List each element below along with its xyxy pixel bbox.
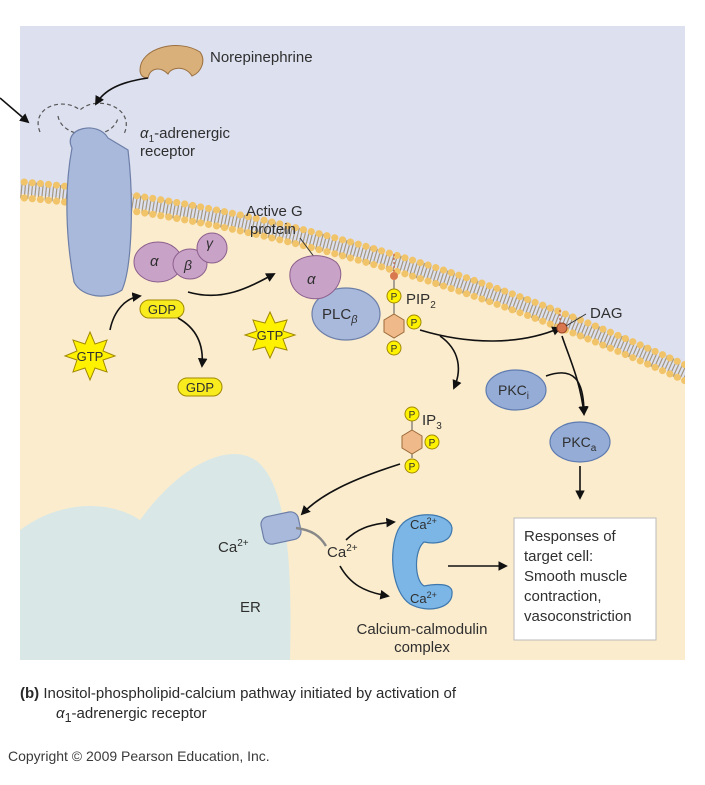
ip3-phosphate-top-label: P [409,410,416,421]
caption-letter: (b) [20,685,40,702]
pip2-phosphate-top-label: P [391,292,398,303]
arrow-ip3-to-er-channel [300,463,401,516]
g-protein-inactive [133,232,228,283]
responses-line: target cell: [524,548,593,565]
pkc-active-label: PKCa [562,434,597,454]
gdp-released-label: GDP [186,380,214,395]
plc-beta-label: PLCβ [322,306,358,326]
pip2-label: PIP2 [406,291,436,311]
pip2-phosphate-bottom [386,340,402,356]
gdp-bound-label: GDP [148,302,176,317]
copyright-notice: Copyright © 2009 Pearson Education, Inc. [8,748,270,764]
complex-label-line2: complex [394,639,450,656]
arrow-gtp-binding [109,292,142,331]
ca-cyto-label: Ca2+ [327,543,358,561]
gdp-bound-badge [139,299,185,319]
er-label: ER [240,599,261,616]
responses-text: Responses of target cell: Smooth muscle con… [524,528,632,625]
ca-er-label: Ca2+ [218,538,249,556]
active-g-protein-label-line2: protein [250,221,296,238]
responses-box [513,517,657,641]
er-calcium-channel [260,511,302,545]
er-region [20,454,291,660]
arrow-pkc-activation [545,372,589,416]
complex-label-line1: Calcium-calmodulin [357,621,488,638]
pip2-glycerol [390,272,398,280]
dag-molecule [556,322,568,334]
caption-line1: Inositol-phospholipid-calcium pathway in… [43,685,457,702]
gtp-left-label: GTP [77,349,104,364]
responses-line: Smooth muscle [524,568,627,585]
arrow-dag-to-pkc [561,335,588,416]
pip2-phosphate-top [386,288,402,304]
figure-caption: (b) Inositol-phospholipid-calcium pathwa… [20,684,660,728]
arrow-ca-to-calmodulin-top [345,517,396,541]
ip3-phosphate-bottom [404,458,420,474]
arrow-incoming [0,97,30,124]
ca-bottom-label: Ca2+ [410,590,437,606]
g-alpha-active [289,255,342,300]
alpha1-adrenergic-receptor [37,102,132,297]
arrow-pip2-to-dag [419,326,562,342]
arrow-g-activation [187,273,276,297]
ca-top-label: Ca2+ [410,516,437,532]
responses-line: contraction, [524,588,602,605]
membrane-tails [20,181,685,383]
pkc-inactive-label: PKCi [498,382,529,402]
ip3-label: IP3 [422,412,442,432]
ip3-phosphate-bottom-label: P [409,462,416,473]
gdp-released-badge [177,377,223,397]
pip2-phosphate-right-label: P [411,318,418,329]
pip2-inositol-ring [383,313,405,339]
arrow-ligand-to-receptor [95,77,149,106]
calcium-release-path [295,526,328,547]
arrow-ca-to-calmodulin-bottom [339,565,390,600]
receptor-label-line1: α1-adrenergic [140,125,230,145]
alpha-subunit-label: α [150,253,159,270]
gtp-starburst-left [63,330,117,382]
gtp-bound-label: GTP [257,328,284,343]
ip3-phosphate-right-label: P [429,438,436,449]
pkc-inactive [485,369,547,411]
responses-line: vasoconstriction [524,608,632,625]
caption-line2: α1-adrenergic receptor [56,705,207,725]
ip3-inositol-ring [401,429,423,455]
receptor-label-line2: receptor [140,143,195,160]
pkc-active [549,421,611,463]
pip2-phosphate-right [406,314,422,330]
norepinephrine-label: Norepinephrine [210,49,313,66]
alpha-active-label: α [307,271,316,288]
beta-subunit-label: β [183,257,192,273]
responses-line: Responses of [524,528,617,545]
calmodulin-protein [392,514,453,610]
arrow-gdp-release [177,317,208,368]
dag-pointer [565,313,587,327]
ip3-phosphate-top [404,406,420,422]
active-g-protein-label-line1: Active G [246,203,303,220]
gtp-starburst-bound [243,310,297,360]
arrow-pip2-to-ip3 [439,335,462,390]
dag-label: DAG [590,305,623,322]
pip2-phosphate-bottom-label: P [391,344,398,355]
gamma-subunit-label: γ [206,235,214,251]
ip3-phosphate-right [424,434,440,450]
plc-beta [311,287,381,341]
